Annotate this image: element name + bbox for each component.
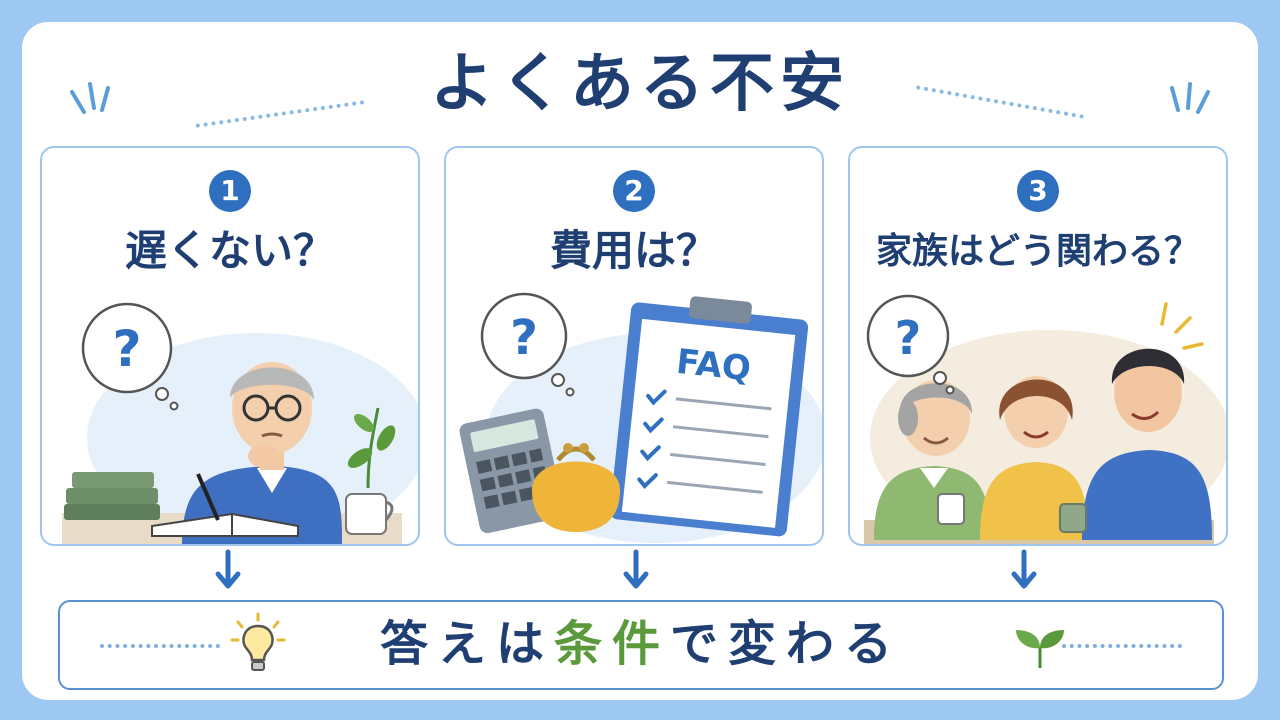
checkmark-icon bbox=[646, 389, 667, 406]
down-arrow-icon bbox=[623, 549, 649, 589]
question-bubble-icon: ? bbox=[112, 320, 141, 378]
answer-highlight: 条件 bbox=[553, 616, 670, 672]
card-family: 3 家族はどう関わる？ ? bbox=[848, 146, 1228, 546]
card-late: 1 遅くない？ ? bbox=[40, 146, 420, 546]
card-number-badge: 2 bbox=[613, 170, 655, 212]
question-bubble-icon: ? bbox=[510, 310, 538, 366]
family-illustration: ? bbox=[864, 294, 1226, 544]
down-arrow-icon bbox=[1011, 549, 1037, 589]
question-bubble-icon: ? bbox=[895, 311, 922, 365]
sparkle-left-icon bbox=[70, 82, 110, 114]
card-question: 費用は？ bbox=[549, 226, 718, 275]
card-question: 遅くない？ bbox=[124, 226, 335, 275]
down-arrow-icon bbox=[215, 549, 241, 589]
lightbulb-icon bbox=[230, 612, 286, 671]
cost-illustration: FAQ ? bbox=[459, 292, 822, 543]
sparkle-right-icon bbox=[1170, 82, 1210, 114]
answer-dots-right bbox=[1062, 644, 1182, 648]
answer-dots-left bbox=[100, 644, 220, 648]
thinking-man-illustration: ? bbox=[62, 302, 418, 544]
clipboard-label: FAQ bbox=[674, 342, 752, 390]
card-number-badge: 1 bbox=[209, 170, 251, 212]
card-question: 家族はどう関わる？ bbox=[875, 231, 1200, 272]
page-title: よくある不安 bbox=[430, 47, 850, 121]
answer-box: 答えは条件で変わる bbox=[58, 600, 1224, 690]
answer-suffix: で変わる bbox=[670, 616, 903, 672]
card-number-badge: 3 bbox=[1017, 170, 1059, 212]
answer-statement: 答えは条件で変わる bbox=[60, 620, 1222, 668]
card-cost: 2 費用は？ FAQ bbox=[444, 146, 824, 546]
answer-prefix: 答えは bbox=[379, 616, 554, 672]
sprout-icon bbox=[1016, 630, 1064, 668]
